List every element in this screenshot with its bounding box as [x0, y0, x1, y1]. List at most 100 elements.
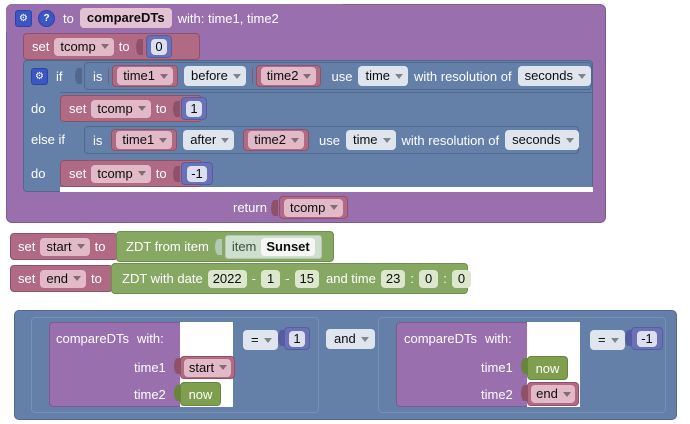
minute-field[interactable]: 0: [418, 269, 439, 288]
item-block[interactable]: item Sunset: [224, 234, 322, 259]
number-one-block[interactable]: 1: [181, 97, 207, 120]
to-label: to: [118, 39, 130, 54]
number-field[interactable]: 1: [186, 100, 202, 117]
variable-end-block[interactable]: end: [527, 382, 579, 406]
left-compare-number-block[interactable]: 1: [284, 327, 310, 350]
variable-dropdown-tcomp[interactable]: tcomp: [91, 99, 151, 118]
variable-dropdown-tcomp[interactable]: tcomp: [91, 164, 151, 183]
is-label: is: [93, 132, 103, 148]
number-field[interactable]: -1: [637, 330, 657, 347]
resolution-dropdown[interactable]: seconds: [517, 66, 591, 86]
variable-time2-block[interactable]: time2: [255, 65, 322, 87]
now-block-left[interactable]: now: [180, 382, 221, 406]
variable-dropdown-end[interactable]: end: [40, 269, 87, 288]
call-left-param1-label: time1: [134, 360, 166, 375]
variable-dropdown-tcomp[interactable]: tcomp: [54, 37, 114, 56]
call-with-label: with:: [136, 330, 164, 346]
hour-field[interactable]: 23: [380, 269, 406, 288]
chevron-down-icon: [382, 137, 391, 143]
comparison-operator-dropdown[interactable]: after: [183, 130, 235, 150]
resolution-label: with resolution of: [401, 132, 500, 148]
second-field[interactable]: 0: [451, 269, 472, 288]
call-right-param1-label: time1: [481, 360, 513, 375]
variable-dropdown-time1[interactable]: time1: [117, 67, 173, 85]
chevron-down-icon: [221, 137, 230, 143]
resolution-dropdown[interactable]: seconds: [505, 130, 579, 150]
set-label: set: [18, 271, 36, 286]
use-unit-dropdown[interactable]: time: [358, 66, 409, 86]
chevron-down-icon: [578, 73, 586, 79]
use-label: use: [331, 68, 353, 84]
variable-dropdown-time1[interactable]: time1: [116, 131, 173, 149]
left-compare-socket: [278, 330, 285, 346]
zdt-with-date-label: ZDT with date: [122, 271, 203, 286]
number-field[interactable]: 0: [151, 38, 167, 55]
set-tcomp-one-block[interactable]: set tcomp to: [60, 95, 202, 122]
help-icon[interactable]: ?: [38, 9, 55, 27]
comparison-operator-dropdown[interactable]: before: [184, 66, 246, 86]
call-left-param2-label: time2: [134, 387, 166, 402]
right-equals-dropdown[interactable]: =: [590, 330, 625, 350]
to-label: to: [155, 101, 167, 116]
variable-time1-block[interactable]: time1: [111, 129, 178, 151]
chevron-down-icon: [137, 106, 146, 111]
set-tcomp-init-block[interactable]: set tcomp to: [23, 33, 200, 60]
gear-icon[interactable]: ⚙: [31, 67, 48, 85]
procedure-name-field[interactable]: compareDTs: [79, 8, 172, 28]
set-tcomp-minus-one-block[interactable]: set tcomp to: [60, 160, 202, 187]
chevron-down-icon: [219, 365, 228, 370]
return-value-socket: [270, 199, 278, 216]
and-operator-dropdown[interactable]: and: [326, 329, 375, 349]
call-left-header: compareDTs with:: [56, 327, 164, 349]
gear-icon[interactable]: ⚙: [15, 9, 32, 27]
variable-start-block[interactable]: start: [180, 356, 235, 379]
variable-dropdown-start[interactable]: start: [183, 358, 232, 377]
variable-dropdown-time2[interactable]: time2: [248, 131, 304, 149]
right-compare-number-block[interactable]: -1: [631, 327, 663, 350]
chevron-down-icon: [137, 171, 146, 176]
variable-dropdown-tcomp[interactable]: tcomp: [283, 198, 344, 217]
procedure-header[interactable]: ⚙ ? to compareDTs with: time1, time2: [6, 4, 347, 32]
chevron-down-icon: [76, 244, 85, 249]
left-equals-dropdown[interactable]: =: [243, 330, 278, 350]
call-name-label: compareDTs: [404, 330, 477, 346]
number-zero-block[interactable]: 0: [146, 35, 172, 58]
item-value-field[interactable]: Sunset: [261, 237, 315, 256]
variable-dropdown-time2[interactable]: time2: [260, 67, 317, 85]
chevron-down-icon: [360, 336, 369, 342]
time-colon-1: :: [410, 271, 414, 286]
call-right-param2-label: time2: [481, 387, 513, 402]
set-end-block[interactable]: set end to: [10, 265, 113, 292]
variable-time1-block[interactable]: time1: [112, 65, 178, 87]
time-colon-2: :: [443, 271, 447, 286]
variable-tcomp-return-block[interactable]: tcomp: [278, 196, 349, 219]
month-field[interactable]: 1: [260, 269, 281, 288]
variable-time2-block[interactable]: time2: [243, 129, 309, 151]
day-field[interactable]: 15: [294, 269, 319, 288]
variable-dropdown-end[interactable]: end: [531, 385, 575, 403]
set-label: set: [32, 39, 50, 54]
set-label: set: [18, 239, 36, 254]
call-right-param1-socket: [521, 358, 528, 374]
now-block-right[interactable]: now: [527, 356, 568, 380]
chevron-down-icon: [303, 73, 312, 79]
is-after-condition-block[interactable]: is time1 after time2 use time with resol…: [84, 126, 579, 154]
is-before-condition-block[interactable]: is time1 before time2 use time with reso…: [84, 62, 592, 90]
chevron-down-icon: [395, 73, 404, 79]
variable-dropdown-start[interactable]: start: [40, 237, 90, 256]
zdt-from-item-block[interactable]: ZDT from item item Sunset: [116, 231, 334, 262]
number-minus-one-block[interactable]: -1: [181, 162, 213, 185]
do-label-1: do: [31, 101, 46, 116]
year-field[interactable]: 2022: [207, 269, 247, 288]
set-start-block[interactable]: set start to: [10, 233, 118, 260]
number-field[interactable]: 1: [289, 330, 305, 347]
number-field[interactable]: -1: [187, 165, 207, 182]
to-label: to: [94, 239, 106, 254]
use-label: use: [319, 132, 340, 148]
call-left-param2-socket: [174, 385, 181, 401]
value-socket: [135, 38, 143, 55]
chevron-down-icon: [100, 44, 109, 49]
item-label: item: [231, 239, 257, 254]
zdt-with-date-block[interactable]: ZDT with date 2022 - 1 - 15 and time 23 …: [111, 263, 472, 294]
use-unit-dropdown[interactable]: time: [345, 130, 396, 150]
